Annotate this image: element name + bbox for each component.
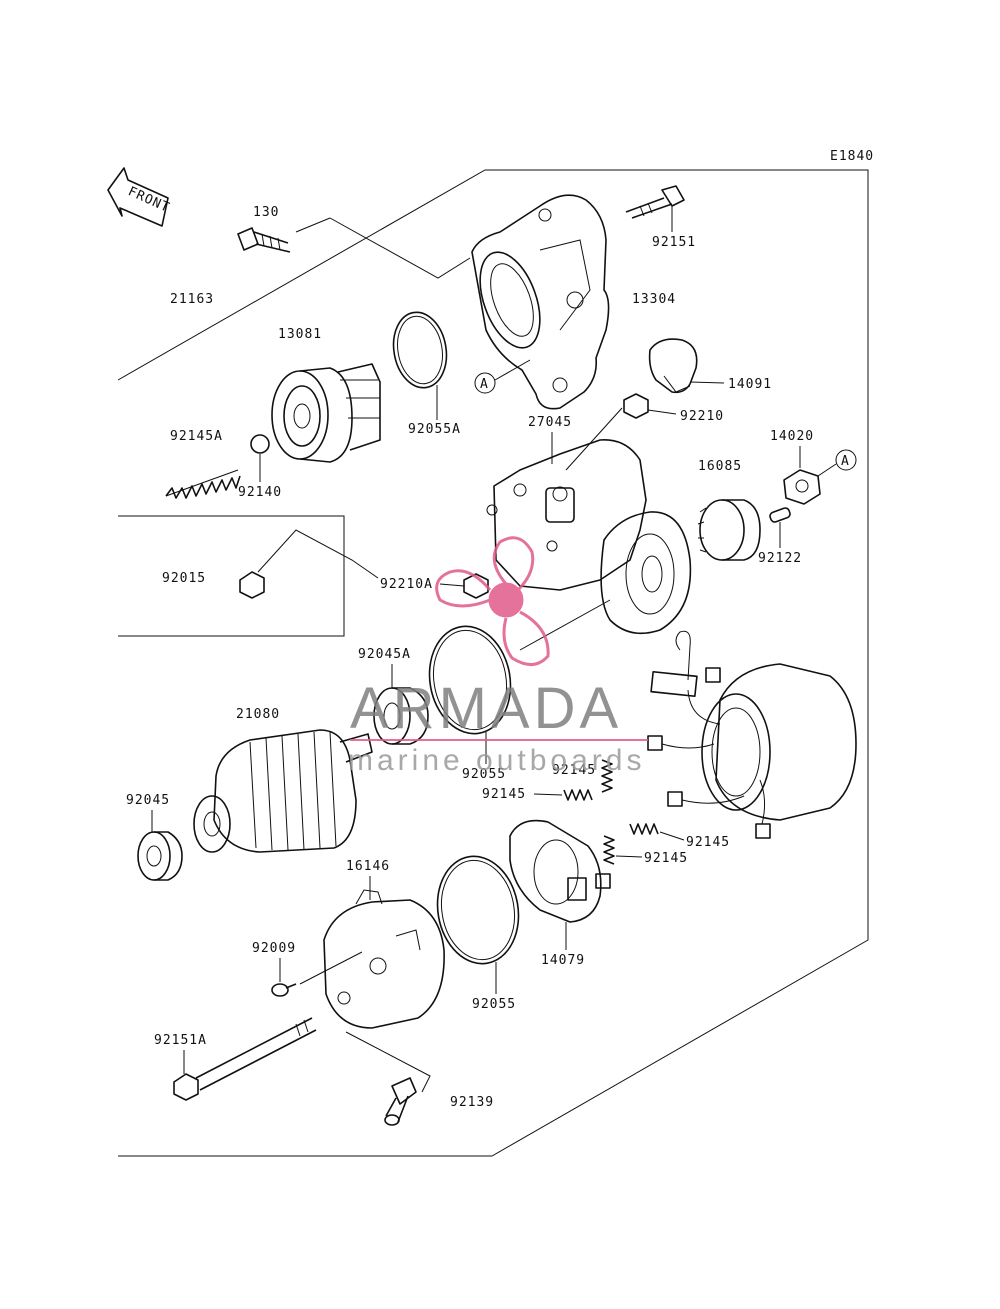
label-92139: 92139 (450, 1095, 494, 1110)
retainer-14020-hole (795, 479, 809, 493)
label-14079: 14079 (541, 953, 585, 968)
bolt-130 (237, 227, 291, 253)
label-92210A: 92210A (380, 577, 433, 592)
leader-92210A (439, 583, 465, 587)
leader-body-lower (519, 599, 611, 651)
pinion-gear-13081 (271, 363, 381, 463)
spring-92145a (165, 469, 241, 499)
leader-92210 (647, 409, 677, 415)
label-92145-d: 92145 (644, 851, 688, 866)
label-16146: 16146 (346, 859, 390, 874)
label-92210: 92210 (680, 409, 724, 424)
leader-92009-to-cover (299, 951, 363, 985)
o-ring-92055a-inner (397, 315, 443, 385)
ref-mark-a-left (474, 372, 496, 394)
label-92045: 92045 (126, 793, 170, 808)
leader-130 (295, 217, 331, 233)
armada-watermark: ARMADA marine outboards (348, 536, 648, 777)
boot-14091 (648, 338, 698, 394)
brush-plate-14079 (509, 819, 611, 923)
label-130: 130 (253, 205, 279, 220)
leader-92145-b (533, 793, 563, 796)
ref-mark-a-right-text: A (841, 454, 850, 469)
label-21163: 21163 (170, 292, 214, 307)
o-ring-92055-lower (436, 855, 520, 965)
yoke-field-coil (647, 630, 857, 839)
label-92140: 92140 (238, 485, 282, 500)
screw-92009 (271, 983, 297, 997)
gear-16085 (697, 499, 761, 561)
label-92055-top: 92055 (462, 767, 506, 782)
diagram-code: E1840 (830, 149, 874, 164)
spring-92145-b (563, 789, 593, 801)
bolt-92151 (625, 185, 685, 219)
bearing-92045 (137, 831, 183, 881)
label-92055-bot: 92055 (472, 997, 516, 1012)
label-27045: 27045 (528, 415, 572, 430)
leader-92145-d (615, 855, 643, 858)
front-direction-arrow: FRONT (107, 167, 172, 227)
nut-92015 (239, 571, 265, 599)
armada-propeller-logo (435, 536, 550, 666)
leader-92210-to-body (565, 407, 623, 471)
label-13081: 13081 (278, 327, 322, 342)
gear-case-13304 (471, 194, 610, 410)
armature-21080 (193, 729, 373, 853)
watermark-brand: ARMADA (350, 676, 622, 741)
label-92151: 92151 (652, 235, 696, 250)
label-92045A: 92045A (358, 647, 411, 662)
o-ring-92055-upper-inner (432, 629, 508, 731)
label-16085: 16085 (698, 459, 742, 474)
end-cover-16146 (323, 889, 445, 1029)
label-92055A: 92055A (408, 422, 461, 437)
retainer-14020 (783, 469, 821, 505)
nut-92210a (463, 573, 489, 599)
pin-92122 (769, 507, 791, 523)
label-13304: 13304 (632, 292, 676, 307)
label-92145A: 92145A (170, 429, 223, 444)
subassembly-frame (118, 515, 345, 637)
label-92145-c: 92145 (686, 835, 730, 850)
bolt-92139 (384, 1077, 417, 1126)
label-14020: 14020 (770, 429, 814, 444)
spring-92145-a (601, 759, 613, 793)
leader-21163-group (329, 217, 471, 279)
leader-14091 (689, 381, 725, 384)
o-ring-92055-upper (428, 625, 512, 735)
ref-mark-a-left-text: A (480, 377, 489, 392)
starter-body-27045 (486, 439, 692, 635)
watermark-tagline: marine outboards (348, 744, 645, 777)
ref-mark-a-right (835, 449, 857, 471)
assembly-frame (117, 169, 869, 1157)
leader-92145-c (659, 831, 685, 841)
leader-ref-a-left (494, 359, 531, 381)
label-21080: 21080 (236, 707, 280, 722)
leader-92015 (257, 529, 379, 579)
label-92145-a: 92145 (552, 763, 596, 778)
label-14091: 14091 (728, 377, 772, 392)
ball-92140 (250, 434, 270, 454)
spring-92145-c (629, 823, 659, 835)
label-92015: 92015 (162, 571, 206, 586)
o-ring-92055-lower-inner (440, 859, 516, 961)
leader-ref-a-right (817, 463, 837, 477)
nut-92210 (623, 393, 649, 419)
through-bolt-92151a (173, 1017, 317, 1101)
label-92145-b: 92145 (482, 787, 526, 802)
label-92151A: 92151A (154, 1033, 207, 1048)
o-ring-92055a (392, 311, 448, 389)
spring-92145-d (603, 835, 615, 865)
label-92122: 92122 (758, 551, 802, 566)
leader-92139 (345, 1031, 431, 1093)
label-92009: 92009 (252, 941, 296, 956)
